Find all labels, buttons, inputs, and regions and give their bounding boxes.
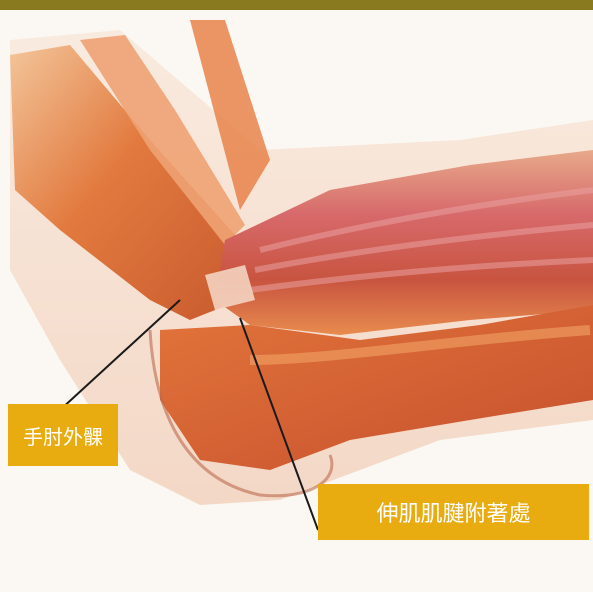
lateral-epicondyle-label: 手肘外髁 bbox=[8, 404, 118, 466]
extensor-tendon-attachment-label: 伸肌肌腱附著處 bbox=[318, 484, 589, 540]
